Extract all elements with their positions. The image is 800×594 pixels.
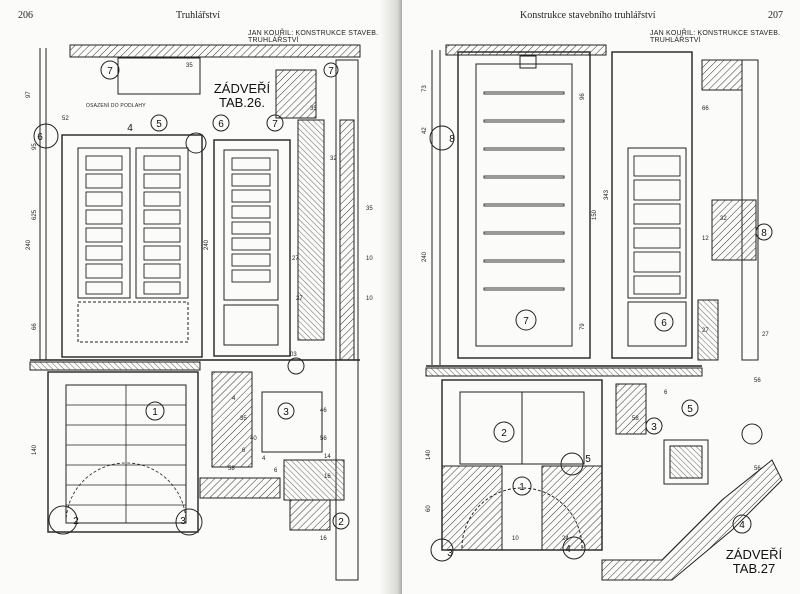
callout: 6 [37, 132, 43, 143]
dimension-label: 60 [426, 505, 432, 512]
left-author-credit: JAN KOUŘIL: KONSTRUKCE STAVEB. TRUHLÁŘST… [248, 30, 379, 44]
callout-number: 4 [739, 520, 745, 531]
dimension-label: 27 [762, 332, 769, 338]
callout-number: 3 [651, 422, 657, 433]
dimension-label: 52 [62, 116, 69, 122]
dimension-label: 32 [330, 156, 337, 162]
callout: 2 [73, 516, 79, 527]
callout-number: 3 [447, 548, 453, 559]
right-page: Konstrukce stavebního truhlářství 207 JA… [402, 0, 800, 594]
left-page: 206 Truhlářství JAN KOUŘIL: KONSTRUKCE S… [0, 0, 398, 594]
dimension-label: 56 [754, 466, 761, 472]
dimension-label: 16 [324, 474, 331, 480]
dimension-label: 79 [580, 323, 586, 330]
dimension-label: 56 [320, 436, 327, 442]
callout: 7 [328, 66, 334, 77]
dimension-label: 12 [702, 236, 709, 242]
dimension-label: 27 [292, 256, 299, 262]
callout-number: 7 [523, 316, 529, 327]
left-page-number: 206 [18, 10, 33, 21]
floor-note: OSAZENÍ DO PODLAHY [86, 103, 146, 109]
dimension-label: 35 [240, 416, 247, 422]
right-plate-label: ZÁDVEŘÍ TAB.27 [724, 548, 784, 576]
callout-number: 5 [585, 454, 591, 465]
left-plate-label: ZÁDVEŘÍ TAB.26. [212, 82, 272, 110]
callout: 1 [152, 407, 158, 418]
dimension-label: 14 [324, 454, 331, 460]
dimension-label: 10 [512, 536, 519, 542]
dimension-label: 16 [320, 536, 327, 542]
dimension-label: 46 [320, 408, 327, 414]
dimension-label: 240 [422, 251, 428, 262]
dimension-label: 240 [26, 239, 32, 250]
dimension-label: 95 [32, 143, 38, 150]
callout: 2 [338, 517, 344, 528]
dimension-label: 140 [32, 444, 38, 455]
callout: 3 [283, 407, 289, 418]
right-technical-drawing: 8 7 6 2 1 5 3 4 3 5 8 4 73 42 240 140 60… [422, 44, 783, 581]
callout-number: 8 [449, 134, 455, 145]
right-author-credit: JAN KOUŘIL: KONSTRUKCE STAVEB. TRUHLÁŘST… [650, 30, 781, 44]
dimension-label: 58 [632, 416, 639, 422]
left-plate-title: ZÁDVEŘÍ [213, 81, 271, 96]
dimension-label: 6 [664, 390, 668, 396]
dimension-label: 10 [366, 296, 373, 302]
right-plate-title: ZÁDVEŘÍ [725, 547, 783, 562]
callout: 7 [107, 66, 113, 77]
callout: 5 [156, 119, 162, 130]
callout-number: 4 [565, 544, 571, 555]
dimension-label: 97 [26, 91, 32, 98]
dimension-label: 4 [232, 396, 236, 402]
callout-number: 1 [519, 482, 525, 493]
callout: 4 [127, 123, 133, 134]
dimension-label: 6 [242, 448, 246, 454]
dimension-label: 35 [186, 63, 193, 69]
dimension-label: 240 [204, 239, 210, 250]
callout: 7 [272, 119, 278, 130]
dimension-label: 150 [592, 209, 598, 220]
dimension-label: 56 [754, 378, 761, 384]
right-plate-number: TAB.27 [732, 561, 776, 576]
dimension-label: 40 [250, 436, 257, 442]
dimension-label: 27 [702, 328, 709, 334]
callout: 6 [218, 119, 224, 130]
dimension-label: 96 [580, 93, 586, 100]
dimension-label: 03 [290, 352, 297, 358]
dimension-label: 73 [422, 85, 428, 92]
dimension-label: 10 [366, 256, 373, 262]
right-running-head: Konstrukce stavebního truhlářství [520, 10, 656, 21]
dimension-label: 343 [604, 189, 610, 200]
right-page-number: 207 [768, 10, 783, 21]
left-plate-number: TAB.26. [218, 95, 265, 110]
callout-number: 8 [761, 228, 767, 239]
callout-number: 2 [501, 428, 507, 439]
dimension-label: 66 [702, 106, 709, 112]
dimension-label: 35 [366, 206, 373, 212]
left-running-head: Truhlářství [176, 10, 221, 21]
left-technical-drawing: 7 4 5 6 7 1 2 3 3 2 6 7 35 97 52 95 625 … [26, 44, 373, 581]
callout-number: 5 [687, 404, 693, 415]
callout-number: 6 [661, 318, 667, 329]
dimension-label: 6 [274, 468, 278, 474]
dimension-label: 42 [422, 127, 428, 134]
dimension-label: 625 [32, 209, 38, 220]
dimension-label: 58 [228, 466, 235, 472]
dimension-label: 35 [310, 106, 317, 112]
callout: 3 [180, 516, 186, 527]
dimension-label: 24 [562, 536, 569, 542]
dimension-label: 32 [720, 216, 727, 222]
dimension-label: 27 [296, 296, 303, 302]
dimension-label: 4 [262, 456, 266, 462]
dimension-label: 140 [426, 449, 432, 460]
dimension-label: 66 [32, 323, 38, 330]
